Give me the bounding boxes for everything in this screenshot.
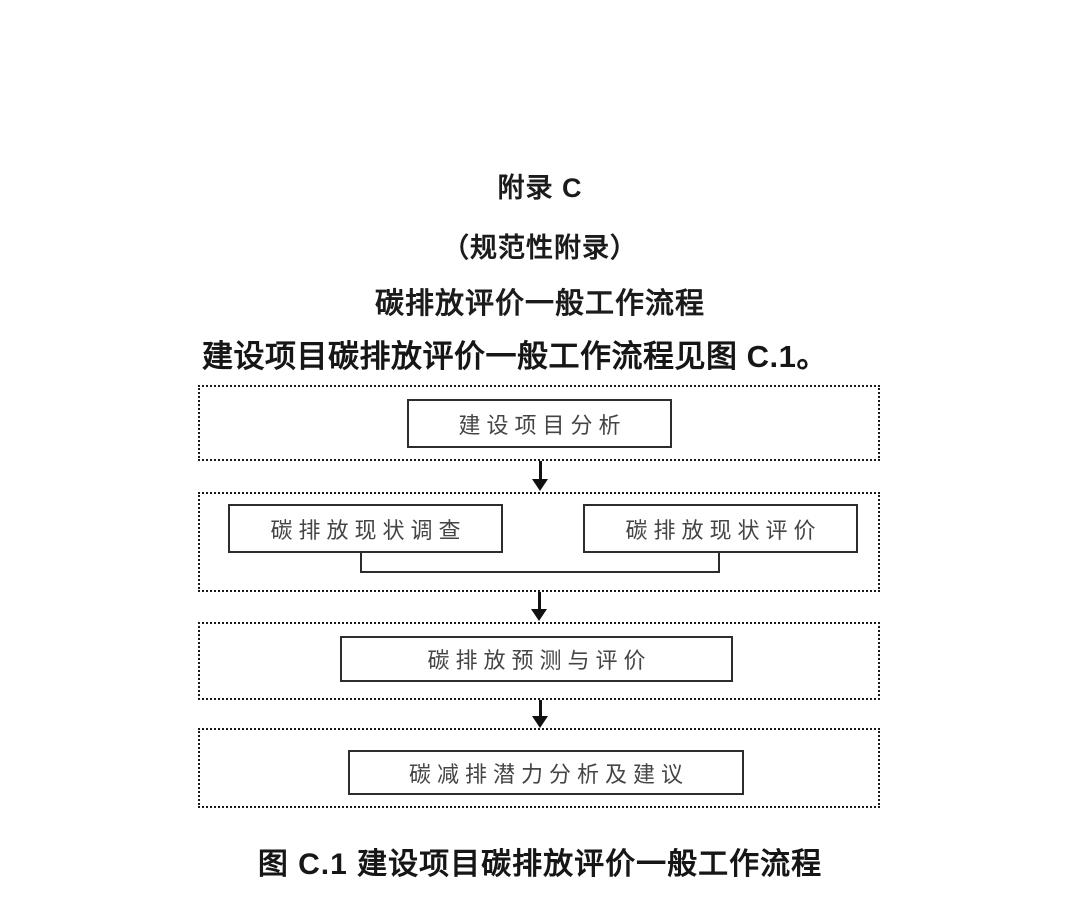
flow-arrow-down-icon — [531, 592, 547, 621]
arrow-shaft — [538, 461, 542, 479]
arrow-shaft — [538, 700, 542, 716]
arrow-head — [532, 479, 548, 491]
connector-bracket — [360, 552, 720, 573]
intro-paragraph: 建设项目碳排放评价一般工作流程见图 C.1。 — [202, 339, 828, 374]
appendix-type: （规范性附录） — [442, 233, 638, 263]
arrow-head — [531, 609, 547, 621]
flow-box-status-evaluation: 碳排放现状评价 — [583, 504, 858, 553]
arrow-shaft — [537, 592, 541, 609]
flow-box-prediction-evaluation: 碳排放预测与评价 — [340, 636, 733, 682]
arrow-head — [532, 716, 548, 728]
flow-arrow-down-icon — [532, 700, 548, 728]
appendix-title: 碳排放评价一般工作流程 — [374, 288, 705, 320]
flow-box-reduction-analysis: 碳减排潜力分析及建议 — [348, 750, 744, 795]
flow-arrow-down-icon — [532, 461, 548, 491]
figure-caption: 图 C.1 建设项目碳排放评价一般工作流程 — [257, 848, 823, 881]
appendix-label: 附录 C — [497, 173, 583, 203]
flow-box-status-survey: 碳排放现状调查 — [228, 504, 503, 553]
flow-box-project-analysis: 建设项目分析 — [407, 399, 672, 448]
